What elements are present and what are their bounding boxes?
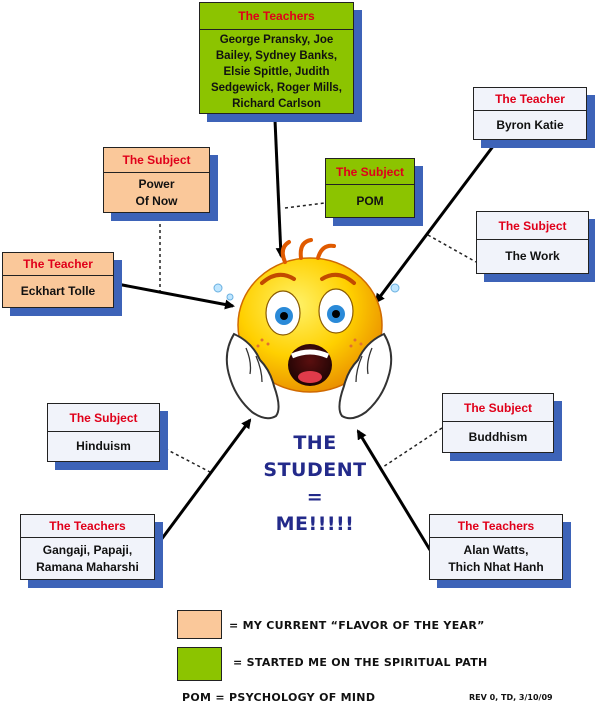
box-body: Power Of Now [135, 176, 178, 208]
legend-green-swatch [177, 647, 222, 681]
arrow-right-teachers [356, 429, 432, 551]
revision-note: REV 0, TD, 3/10/09 [469, 693, 553, 702]
arrow-byron [374, 144, 496, 304]
teachers-right-box: The Teachers Alan Watts, Thich Nhat Hanh [429, 514, 571, 588]
arrow-eckhart [111, 281, 235, 310]
link-pom [284, 202, 326, 209]
box-body: POM [356, 193, 384, 208]
box-header: The Teacher [474, 88, 586, 111]
subject-power-of-now-box: The Subject Power Of Now [103, 147, 218, 221]
box-body: Alan Watts, Thich Nhat Hanh [448, 542, 544, 574]
box-body: Buddhism [468, 429, 528, 444]
box-header: The Subject [443, 394, 553, 422]
subject-pom-box: The Subject POM [325, 158, 423, 226]
teachers-top-box: The Teachers George Pransky, Joe Bailey,… [199, 2, 362, 122]
box-body: Gangaji, Papaji, Ramana Maharshi [36, 542, 139, 574]
pom-footnote: POM = PSYCHOLOGY OF MIND [182, 691, 376, 704]
box-header: The Teachers [430, 515, 562, 538]
box-body: The Work [505, 249, 560, 263]
box-header: The Teachers [21, 515, 154, 538]
legend-orange-swatch [177, 610, 222, 639]
arrow-left-teachers [153, 418, 252, 549]
student-label: THE STUDENT = ME!!!!! [263, 432, 367, 535]
box-header: The Subject [326, 159, 414, 185]
box-body: Eckhart Tolle [20, 284, 96, 298]
box-header: The Teachers [200, 3, 353, 30]
box-header: The Subject [477, 212, 588, 240]
teacher-byron-box: The Teacher Byron Katie [473, 87, 595, 148]
box-header: The Subject [104, 148, 209, 173]
box-body: Hinduism [76, 439, 131, 453]
teachers-left-box: The Teachers Gangaji, Papaji, Ramana Mah… [20, 514, 163, 588]
legend-green-text: = STARTED ME ON THE SPIRITUAL PATH [233, 656, 488, 669]
subject-buddhism-box: The Subject Buddhism [442, 393, 562, 461]
box-body: Byron Katie [496, 117, 564, 132]
subject-hinduism-box: The Subject Hinduism [47, 403, 168, 470]
arrow-teachers-top [273, 119, 286, 258]
box-body: George Pransky, Joe Bailey, Sydney Banks… [210, 33, 342, 110]
box-header: The Teacher [3, 253, 113, 276]
subject-the-work-box: The Subject The Work [476, 211, 595, 282]
scared-face [213, 238, 400, 420]
legend-orange-text: = MY CURRENT “FLAVOR OF THE YEAR” [229, 619, 485, 632]
teacher-eckhart-box: The Teacher Eckhart Tolle [2, 252, 122, 316]
box-header: The Subject [48, 404, 159, 432]
